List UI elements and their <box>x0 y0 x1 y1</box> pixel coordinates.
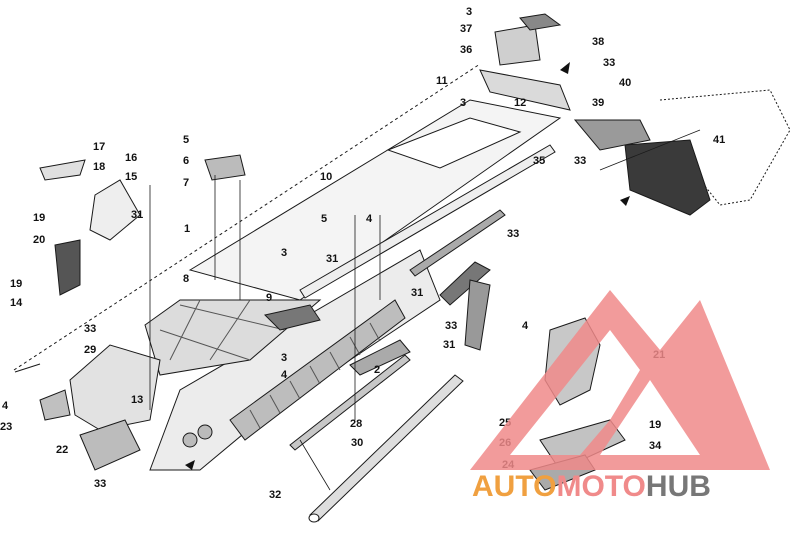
callout-4: 4 <box>281 369 288 381</box>
callout-3: 3 <box>281 352 287 364</box>
callout-3: 3 <box>460 97 466 109</box>
callout-40: 41 <box>713 134 725 146</box>
callout-37: 38 <box>592 36 604 48</box>
callout-27: 28 <box>350 418 362 430</box>
callout-4: 4 <box>366 213 373 225</box>
callout-2: 2 <box>374 364 380 376</box>
callout-19: 19 <box>10 278 22 290</box>
front-bulkhead <box>69 344 161 431</box>
watermark-logo-icon <box>470 290 770 470</box>
ladder-rail <box>229 299 406 441</box>
callout-23: 23 <box>0 421 12 433</box>
callout-12: 12 <box>514 97 526 109</box>
callout-38: 39 <box>592 97 604 109</box>
callout-31: 32 <box>269 489 281 501</box>
callout-8: 8 <box>183 273 189 285</box>
callout-36: 37 <box>460 23 472 35</box>
callout-17: 17 <box>93 141 105 153</box>
svg-text:AUTOMOTOHUB: AUTOMOTOHUB <box>472 470 711 503</box>
rear-axle-rod <box>309 374 464 522</box>
callout-31: 31 <box>131 209 143 221</box>
callout-14: 14 <box>10 297 23 309</box>
callout-4: 4 <box>2 400 9 412</box>
callout-3: 3 <box>466 6 472 18</box>
callout-31: 31 <box>411 287 423 299</box>
callout-3: 3 <box>281 247 287 259</box>
callout-20: 20 <box>33 234 45 246</box>
callout-33: 33 <box>84 323 96 335</box>
callout-33: 34 <box>649 440 662 452</box>
callout-19: 19 <box>33 212 45 224</box>
callout-11: 11 <box>436 75 448 87</box>
watermark-hub: HUB <box>646 470 711 503</box>
callout-33: 33 <box>603 57 615 69</box>
watermark-auto: AUTO <box>472 470 556 503</box>
callout-4: 4 <box>522 320 529 332</box>
automotohub-watermark: AUTOMOTOHUB <box>470 290 770 503</box>
callout-9: 9 <box>266 292 272 304</box>
callout-1: 1 <box>184 223 190 235</box>
callout-39: 40 <box>619 77 631 89</box>
callout-18: 18 <box>93 161 105 173</box>
callout-10: 10 <box>320 171 332 183</box>
callout-29: 30 <box>351 437 363 449</box>
watermark-moto: MOTO <box>556 470 645 503</box>
callout-13: 13 <box>131 394 143 406</box>
callout-6: 6 <box>183 155 189 167</box>
callout-33: 33 <box>94 478 106 490</box>
top-rear-bracket <box>479 69 571 111</box>
callout-30: 31 <box>443 339 455 351</box>
callout-33: 33 <box>574 155 586 167</box>
rear-bumper-frame <box>659 89 791 206</box>
callout-31: 31 <box>326 253 338 265</box>
tunnel-left-side <box>149 249 441 471</box>
callout-5: 5 <box>183 134 189 146</box>
callout-19: 19 <box>649 419 661 431</box>
callout-22: 22 <box>56 444 68 456</box>
callout-7: 7 <box>183 177 189 189</box>
callout-34: 35 <box>533 155 545 167</box>
callout-28: 29 <box>84 344 96 356</box>
callout-35: 36 <box>460 44 472 56</box>
callout-32: 33 <box>445 320 457 332</box>
callout-41: 33 <box>507 228 519 240</box>
callout-15: 15 <box>125 171 137 183</box>
callout-5: 5 <box>321 213 327 225</box>
callout-16: 16 <box>125 152 137 164</box>
